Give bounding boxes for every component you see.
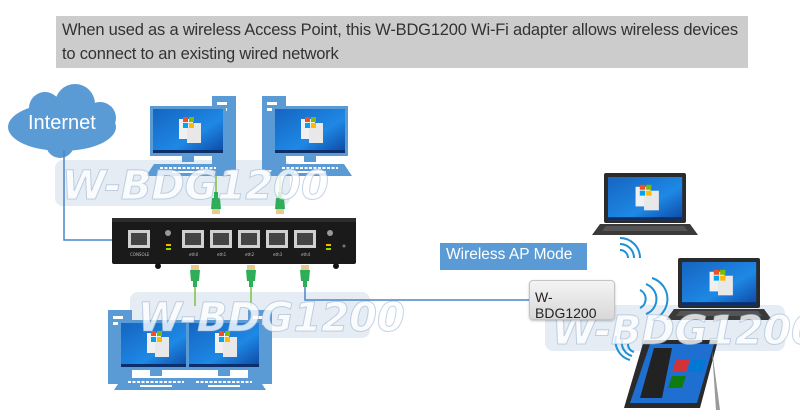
router-port-labels: CONSOLE eth0 eth1 eth2 eth3 eth4 bbox=[130, 252, 311, 257]
internet-cloud bbox=[8, 84, 116, 158]
port-label-eth2: eth2 bbox=[245, 252, 255, 257]
tablet bbox=[624, 340, 720, 410]
wireless-ap-mode-badge: Wireless AP Mode bbox=[440, 243, 587, 270]
ethernet-plug-bottom-2 bbox=[246, 265, 256, 287]
caption-banner: When used as a wireless Access Point, th… bbox=[56, 16, 748, 68]
adapter-link bbox=[304, 287, 529, 301]
wifi-signal-icon-2 bbox=[639, 277, 669, 321]
port-label-eth1: eth1 bbox=[217, 252, 227, 257]
wifi-signal-icon-3 bbox=[614, 335, 635, 361]
watermark-1 bbox=[55, 160, 290, 206]
caption-line-2: to connect to an existing wired network bbox=[62, 45, 339, 63]
laptop-1 bbox=[592, 173, 698, 235]
caption-text: When used as a wireless Access Point, th… bbox=[62, 18, 742, 66]
wifi-signal-icon-1 bbox=[619, 237, 641, 259]
watermark-text-2: W-BDG1200 bbox=[138, 295, 405, 341]
port-label-eth3: eth3 bbox=[273, 252, 283, 257]
port-label-console: CONSOLE bbox=[130, 252, 150, 257]
wifi-adapter: W-BDG1200 bbox=[529, 280, 615, 321]
ethernet-plug-bottom-3 bbox=[300, 265, 310, 287]
router bbox=[112, 218, 356, 269]
port-label-eth4: eth4 bbox=[301, 252, 311, 257]
watermark-text-1: W-BDG1200 bbox=[62, 163, 329, 209]
internet-label: Internet bbox=[28, 112, 96, 134]
port-label-eth0: eth0 bbox=[189, 252, 199, 257]
internet-uplink bbox=[63, 150, 118, 241]
ethernet-plug-bottom-1 bbox=[190, 265, 200, 287]
adapter-label: W-BDG1200 bbox=[535, 289, 597, 321]
mode-badge-label: Wireless AP Mode bbox=[446, 246, 573, 263]
caption-line-1: When used as a wireless Access Point, th… bbox=[62, 21, 738, 39]
watermark-text-3: W-BDG1200 bbox=[552, 308, 800, 354]
